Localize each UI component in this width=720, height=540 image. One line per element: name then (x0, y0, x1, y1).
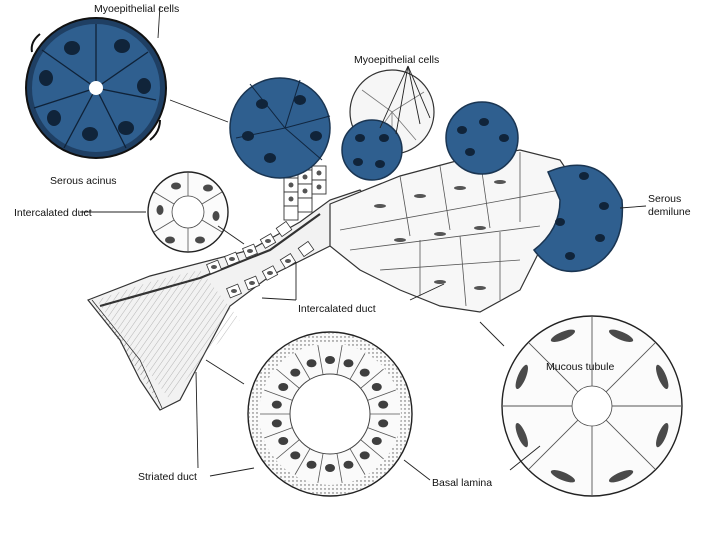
label-myoepithelial-cells-top: Myoepithelial cells (94, 3, 179, 15)
label-intercalated-duct-left: Intercalated duct (14, 207, 92, 219)
serous-acinus-inset (25, 17, 167, 159)
mucous-tubule-inset (501, 315, 683, 497)
leader-lines (80, 5, 647, 481)
label-intercalated-duct-center: Intercalated duct (298, 303, 376, 315)
intercalated-duct-inset (147, 171, 229, 253)
label-basal-lamina: Basal lamina (432, 477, 492, 489)
striated-duct-inset (247, 331, 413, 497)
label-myoepithelial-cells-mid: Myoepithelial cells (354, 54, 439, 66)
label-serous-acinus: Serous acinus (50, 175, 117, 187)
label-mucous-tubule: Mucous tubule (546, 361, 614, 373)
label-serous-demilune-line2: demilune (648, 206, 691, 218)
label-striated-duct: Striated duct (138, 471, 197, 483)
labels: Myoepithelial cells Myoepithelial cells … (14, 3, 691, 489)
serous-acini (229, 77, 624, 273)
label-serous-demilune-line1: Serous (648, 193, 681, 205)
